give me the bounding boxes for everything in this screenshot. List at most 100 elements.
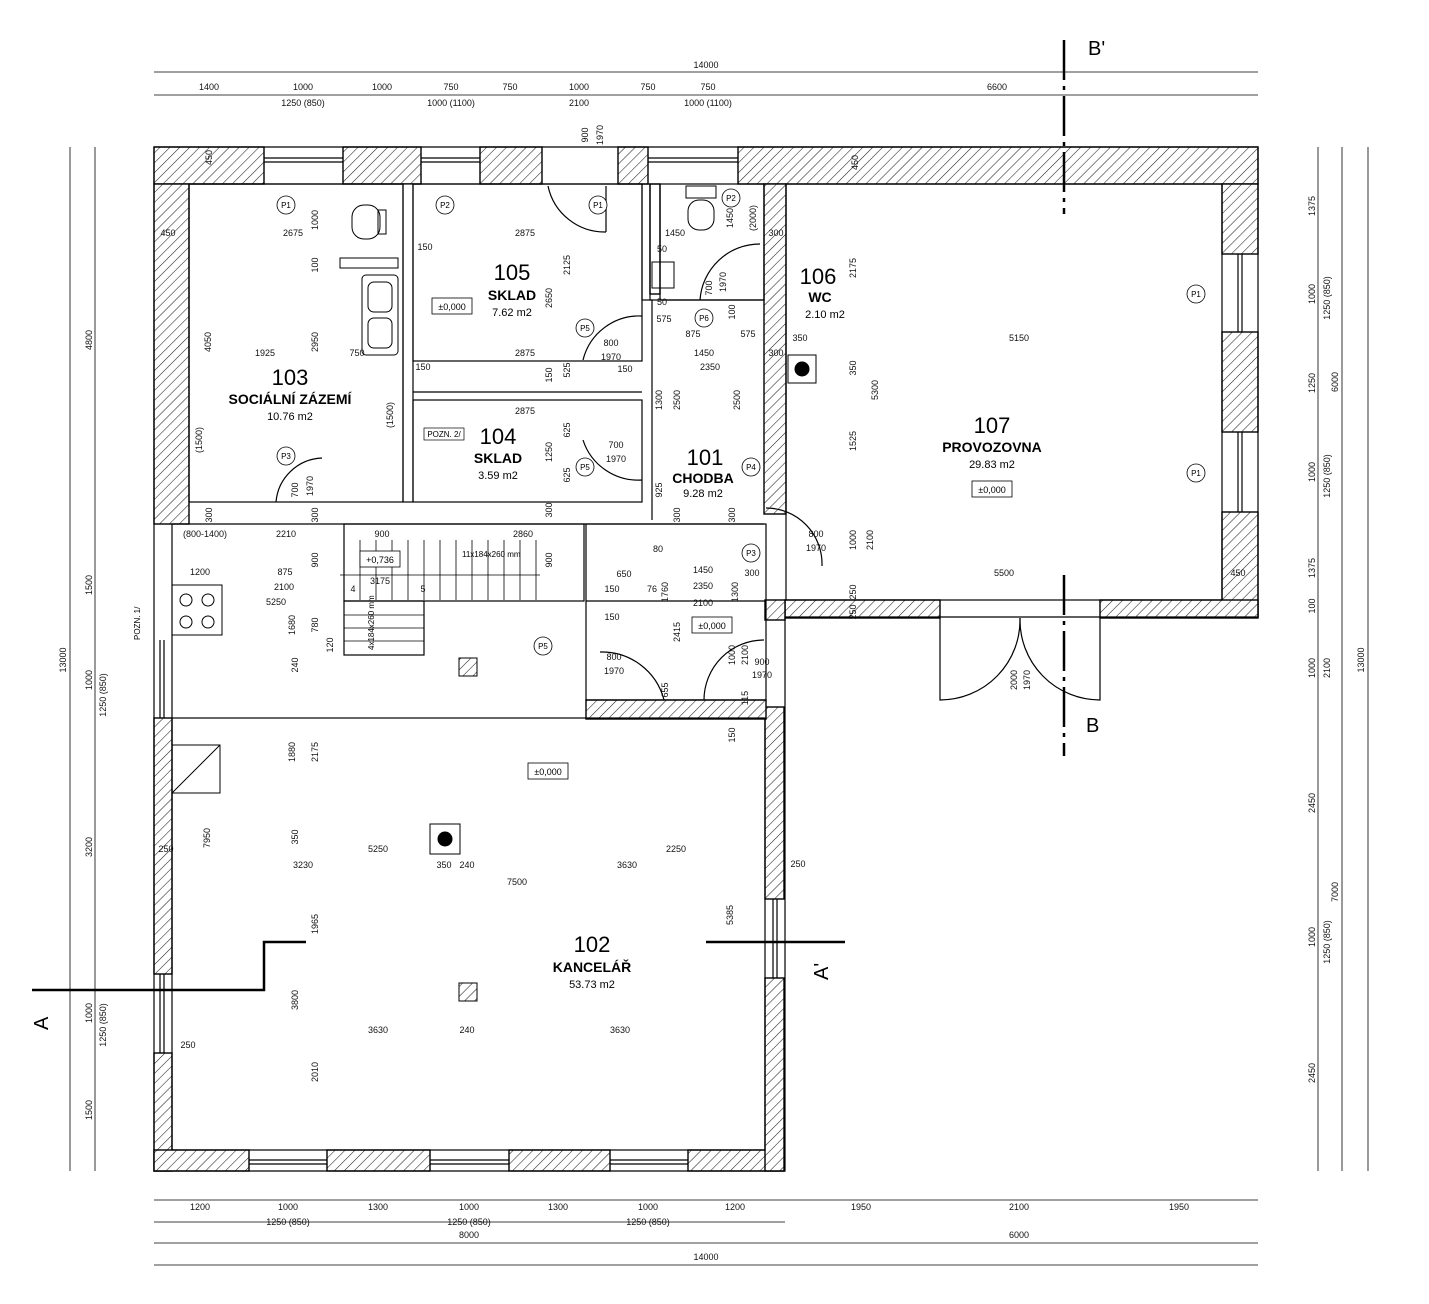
dim-right-5: 1375	[1307, 558, 1317, 578]
dim-2650: 2650	[544, 288, 554, 308]
dim-2875c: 2875	[515, 406, 535, 416]
dim-bot-sub-3: 1250 (850)	[626, 1217, 670, 1227]
dim-right-sub-1: 1250 (850)	[1322, 276, 1332, 320]
dim-240b: 240	[459, 860, 474, 870]
room-105-area: 7.62 m2	[492, 307, 532, 319]
tag-p4: P4	[746, 463, 756, 472]
dim-1450b: 1450	[725, 208, 735, 228]
dim-1970b: 1970	[601, 352, 621, 362]
dim-right-7: 1000	[1307, 658, 1317, 678]
dim-240c: 240	[459, 1025, 474, 1035]
dim-350b: 350	[848, 360, 858, 375]
dim-top-8: 750	[700, 82, 715, 92]
dim-bot-sub-1: 1250 (850)	[266, 1217, 310, 1227]
tag-p5-a: P5	[580, 324, 590, 333]
dims-right: 1375 1000 1250 1000 1375 100 1000 2450 1…	[1307, 196, 1366, 1083]
dim-2100b: 2100	[274, 582, 294, 592]
dim-1925: 1925	[255, 348, 275, 358]
dim-1965: 1965	[310, 914, 320, 934]
dim-800a: 800	[603, 338, 618, 348]
dim-76: 76	[647, 584, 657, 594]
dim-450d: 450	[1230, 568, 1245, 578]
dim-top-overall: 14000	[693, 60, 718, 70]
stair-step-5: 5	[420, 584, 425, 594]
dimension-lines	[32, 40, 1369, 1266]
dim-top-sub-4: 1000 (1100)	[684, 98, 732, 108]
dim-bot-9: 2100	[1009, 1202, 1029, 1212]
dim-right-2: 1000	[1307, 284, 1317, 304]
dim-top-sub-1: 1250 (850)	[281, 98, 325, 108]
dim-right-4: 1000	[1307, 462, 1317, 482]
dim-900b: 900	[580, 127, 590, 142]
dim-150c: 150	[544, 367, 554, 382]
dim-625a: 625	[562, 422, 572, 437]
dim-900-stair: 900	[310, 552, 320, 567]
note-stair-main: 11x184x260 mm	[462, 550, 521, 559]
dim-3800: 3800	[290, 990, 300, 1010]
dim-1970g: 1970	[595, 125, 605, 145]
dim-450c: 450	[850, 155, 860, 170]
room-105-number: 105	[494, 260, 531, 285]
dim-525: 525	[562, 362, 572, 377]
dim-5385: 5385	[725, 905, 735, 925]
dim-3175: 3175	[370, 576, 390, 586]
dim-2000b: 2000	[1009, 670, 1019, 690]
dim-700b: 700	[608, 440, 623, 450]
dim-1970c: 1970	[606, 454, 626, 464]
dim-left-6: 1500	[84, 1100, 94, 1120]
dim-bot-5: 1300	[548, 1202, 568, 1212]
dim-1970h: 1970	[1022, 670, 1032, 690]
dim-right-9: 1000	[1307, 927, 1317, 947]
dim-2675: 2675	[283, 228, 303, 238]
dim-1970i: 1970	[752, 670, 772, 680]
level-stair: +0,736	[366, 555, 394, 565]
dim-250e: 250	[790, 859, 805, 869]
dim-1970f: 1970	[305, 476, 315, 496]
section-b: B	[1086, 715, 1099, 737]
room-103-area: 10.76 m2	[267, 411, 313, 423]
dim-875a: 875	[685, 329, 700, 339]
dim-bot-10: 1950	[1169, 1202, 1189, 1212]
dim-5150: 5150	[1009, 333, 1029, 343]
dim-900-stair-b: 900	[544, 552, 554, 567]
level-105: ±0,000	[438, 302, 465, 312]
dim-top-sub-2: 1000 (1100)	[427, 98, 475, 108]
dim-150d: 150	[617, 364, 632, 374]
dim-bot-7: 1200	[725, 1202, 745, 1212]
dim-450b: 450	[160, 228, 175, 238]
dim-2100d: 2100	[740, 645, 750, 665]
dim-bot-part-2: 6000	[1009, 1230, 1029, 1240]
dim-150b: 150	[415, 362, 430, 372]
dim-300c: 300	[744, 568, 759, 578]
tag-p3-b: P3	[746, 549, 756, 558]
dim-150-hall-b: 150	[604, 584, 619, 594]
dim-5500: 5500	[994, 568, 1014, 578]
dim-1500b: (1500)	[385, 402, 395, 428]
dim-right-3: 1250	[1307, 373, 1317, 393]
dim-1970e: 1970	[604, 666, 624, 676]
dim-bot-8: 1950	[851, 1202, 871, 1212]
dim-1970a: 1970	[718, 272, 728, 292]
dim-3630b: 3630	[368, 1025, 388, 1035]
level-marks: ±0,000 ±0,000 ±0,000 ±0,000 +0,736	[359, 297, 1013, 780]
dim-top-1: 1400	[199, 82, 219, 92]
dim-2500b: 2500	[732, 390, 742, 410]
room-105-name: SKLAD	[488, 287, 536, 303]
room-104-number: 104	[480, 424, 517, 449]
dim-left-sub-1: 1250 (850)	[98, 673, 108, 717]
dim-700a: 700	[704, 280, 714, 295]
room-103-name: SOCIÁLNÍ ZÁZEMÍ	[229, 391, 353, 407]
dim-right-part-2: 7000	[1330, 882, 1340, 902]
tag-p2-a: P2	[440, 201, 450, 210]
dim-top-4: 750	[443, 82, 458, 92]
dim-1450c: 1450	[694, 348, 714, 358]
dim-250a: 250	[848, 584, 858, 599]
dim-left-2: 1500	[84, 575, 94, 595]
dim-2210: 2210	[276, 529, 296, 539]
walls	[153, 146, 1259, 1172]
dim-450a: 450	[204, 150, 214, 165]
dim-575b: 575	[740, 329, 755, 339]
dim-bot-4: 1000	[459, 1202, 479, 1212]
dim-750: 750	[349, 348, 364, 358]
room-labels: 101 CHODBA 9.28 m2 102 KANCELÁŘ 53.73 m2…	[229, 260, 1042, 991]
